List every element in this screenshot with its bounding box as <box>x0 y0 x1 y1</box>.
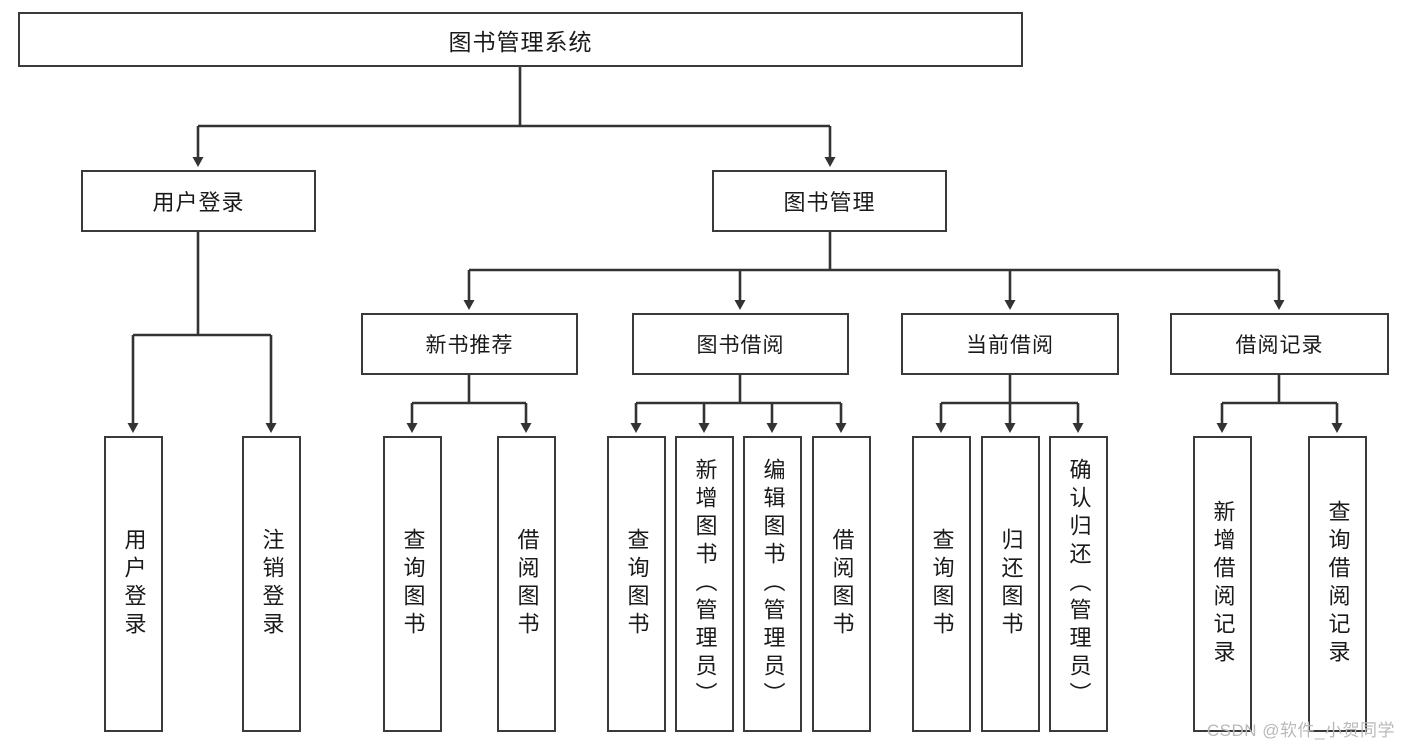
leaf-label: 确认归还（管理员） <box>1066 458 1092 710</box>
node-label: 当前借阅 <box>966 334 1054 357</box>
node-label: 图书管理 <box>783 190 876 215</box>
leaf-label: 查询图书 <box>929 528 955 640</box>
leaf-label: 新增图书（管理员） <box>692 458 718 710</box>
node-label: 借阅记录 <box>1235 334 1324 357</box>
node-current-borrow[interactable]: 当前借阅 <box>901 313 1119 375</box>
node-new-book-recommend[interactable]: 新书推荐 <box>361 313 578 375</box>
node-label: 新书推荐 <box>425 334 514 357</box>
leaf-user-login[interactable]: 用户登录 <box>104 436 163 732</box>
node-book-borrow[interactable]: 图书借阅 <box>632 313 849 375</box>
leaf-label: 用户登录 <box>121 528 147 640</box>
node-label: 用户登录 <box>152 190 245 215</box>
node-label: 图书管理系统 <box>448 28 593 55</box>
watermark: CSDN @软件_小贺同学 <box>1206 721 1395 740</box>
leaf-add-borrow-record[interactable]: 新增借阅记录 <box>1193 436 1252 732</box>
leaf-label: 新增借阅记录 <box>1210 500 1236 668</box>
node-root-system[interactable]: 图书管理系统 <box>18 12 1023 67</box>
leaf-query-borrow-record[interactable]: 查询借阅记录 <box>1308 436 1367 732</box>
leaf-query-book-recommend[interactable]: 查询图书 <box>383 436 442 732</box>
leaf-label: 借阅图书 <box>829 528 855 640</box>
leaf-edit-book-admin[interactable]: 编辑图书（管理员） <box>743 436 802 732</box>
leaf-confirm-return-admin[interactable]: 确认归还（管理员） <box>1049 436 1108 732</box>
leaf-query-book-current[interactable]: 查询图书 <box>912 436 971 732</box>
leaf-label: 查询借阅记录 <box>1325 500 1351 668</box>
leaf-label: 归还图书 <box>998 528 1024 640</box>
node-borrow-record[interactable]: 借阅记录 <box>1170 313 1389 375</box>
leaf-label: 借阅图书 <box>514 528 540 640</box>
node-book-management[interactable]: 图书管理 <box>712 170 947 232</box>
leaf-return-book[interactable]: 归还图书 <box>981 436 1040 732</box>
node-user-login[interactable]: 用户登录 <box>81 170 316 232</box>
leaf-label: 查询图书 <box>400 528 426 640</box>
leaf-query-book-borrow[interactable]: 查询图书 <box>607 436 666 732</box>
leaf-add-book-admin[interactable]: 新增图书（管理员） <box>675 436 734 732</box>
leaf-label: 编辑图书（管理员） <box>760 458 786 710</box>
leaf-borrow-book[interactable]: 借阅图书 <box>812 436 871 732</box>
leaf-logout[interactable]: 注销登录 <box>242 436 301 732</box>
leaf-label: 查询图书 <box>624 528 650 640</box>
node-label: 图书借阅 <box>696 334 785 357</box>
leaf-borrow-book-recommend[interactable]: 借阅图书 <box>497 436 556 732</box>
leaf-label: 注销登录 <box>259 528 285 640</box>
